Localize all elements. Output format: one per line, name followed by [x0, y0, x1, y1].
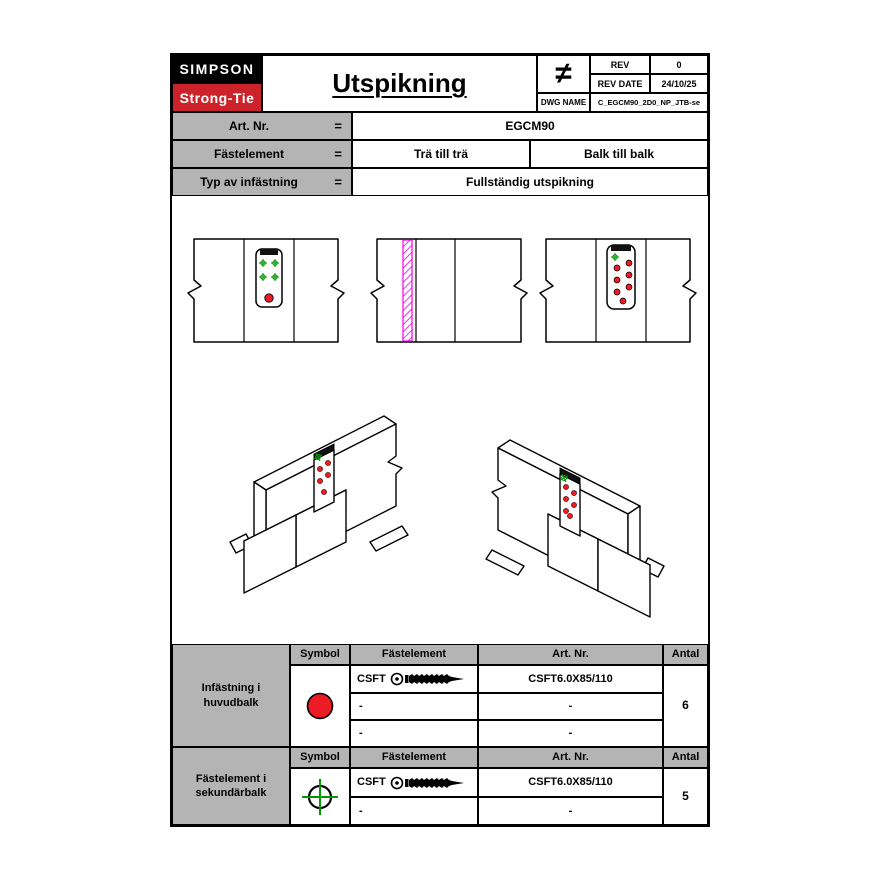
equals-sign: =: [334, 118, 342, 134]
table1-row1-fastener: CSFT: [350, 665, 478, 693]
side-view-plate-drawing: [370, 238, 528, 343]
table1-qty-cell: 6: [663, 665, 708, 747]
sheet-title: Utspikning: [262, 55, 537, 112]
iso-view-left-drawing: [229, 415, 409, 594]
csft-screw-icon: [390, 672, 464, 686]
info-row-artnr-value: EGCM90: [352, 112, 708, 140]
table2-header-symbol: Symbol: [290, 747, 350, 768]
info-row-artnr-label: Art. Nr. =: [172, 112, 352, 140]
table2-header-fastener: Fästelement: [350, 747, 478, 768]
crosshair-symbol: [302, 778, 338, 815]
table2-row1-fastener: CSFT: [350, 768, 478, 797]
red-dot-symbol: [306, 692, 334, 720]
table1-header-fastener: Fästelement: [350, 644, 478, 665]
rev-value: 0: [650, 55, 708, 74]
plan-view-nails-drawing: [539, 238, 697, 343]
logo-simpson-text: SIMPSON: [179, 61, 255, 77]
rev-label: REV: [590, 55, 650, 74]
equals-sign: =: [334, 146, 342, 162]
iso-view-right: [460, 418, 668, 620]
sheet-title-text: Utspikning: [332, 68, 467, 98]
iso-view-left: [228, 394, 428, 606]
table1-section-label: Infästning i huvudbalk: [172, 644, 290, 747]
drawing-area: [172, 196, 708, 644]
table1-row3-art: -: [478, 720, 663, 747]
table2-section-label: Fästelement i sekundärbalk: [172, 747, 290, 825]
table2-symbol-cell: [290, 768, 350, 825]
table1-header-qty: Antal: [663, 644, 708, 665]
table1-header-symbol: Symbol: [290, 644, 350, 665]
iso-view-right-drawing: [485, 439, 665, 618]
drawing-sheet: SIMPSON Strong-Tie Utspikning ≠ REV 0 RE…: [170, 53, 710, 827]
dwg-name-label: DWG NAME: [537, 93, 590, 112]
table2-row2-art: -: [478, 797, 663, 825]
table2-qty-cell: 5: [663, 768, 708, 825]
logo-strongtie-text: Strong-Tie: [179, 89, 255, 106]
csft-screw-icon: [390, 776, 464, 789]
rev-date-value: 24/10/25: [650, 74, 708, 93]
table2-row1-art: CSFT6.0X85/110: [478, 768, 663, 797]
table1-row1-art: CSFT6.0X85/110: [478, 665, 663, 693]
table1-row2-fastener: -: [350, 693, 478, 720]
info-row-type-value: Fullständig utspikning: [352, 168, 708, 196]
logo-strongtie: Strong-Tie: [172, 83, 262, 112]
plan-view-nails: [538, 238, 698, 343]
info-row-fastener-value-left: Trä till trä: [352, 140, 530, 168]
equals-sign: =: [334, 174, 342, 190]
table1-header-art: Art. Nr.: [478, 644, 663, 665]
info-row-fastener-value-right: Balk till balk: [530, 140, 708, 168]
not-equal-icon: ≠: [537, 55, 590, 93]
plan-view-fasteners: [186, 238, 346, 343]
table1-symbol-cell: [290, 665, 350, 747]
side-view-plate: [369, 238, 529, 343]
plate-edge-hatch: [402, 239, 413, 342]
info-row-fastener-label: Fästelement =: [172, 140, 352, 168]
table2-header-qty: Antal: [663, 747, 708, 768]
table2-header-art: Art. Nr.: [478, 747, 663, 768]
info-row-type-label: Typ av infästning =: [172, 168, 352, 196]
plan-view-fasteners-drawing: [187, 238, 345, 343]
logo-simpson: SIMPSON: [172, 55, 262, 83]
dwg-name-value: C_EGCM90_2D0_NP_JTB-se: [590, 93, 708, 112]
table1-row2-art: -: [478, 693, 663, 720]
table1-row3-fastener: -: [350, 720, 478, 747]
rev-date-label: REV DATE: [590, 74, 650, 93]
table2-row2-fastener: -: [350, 797, 478, 825]
